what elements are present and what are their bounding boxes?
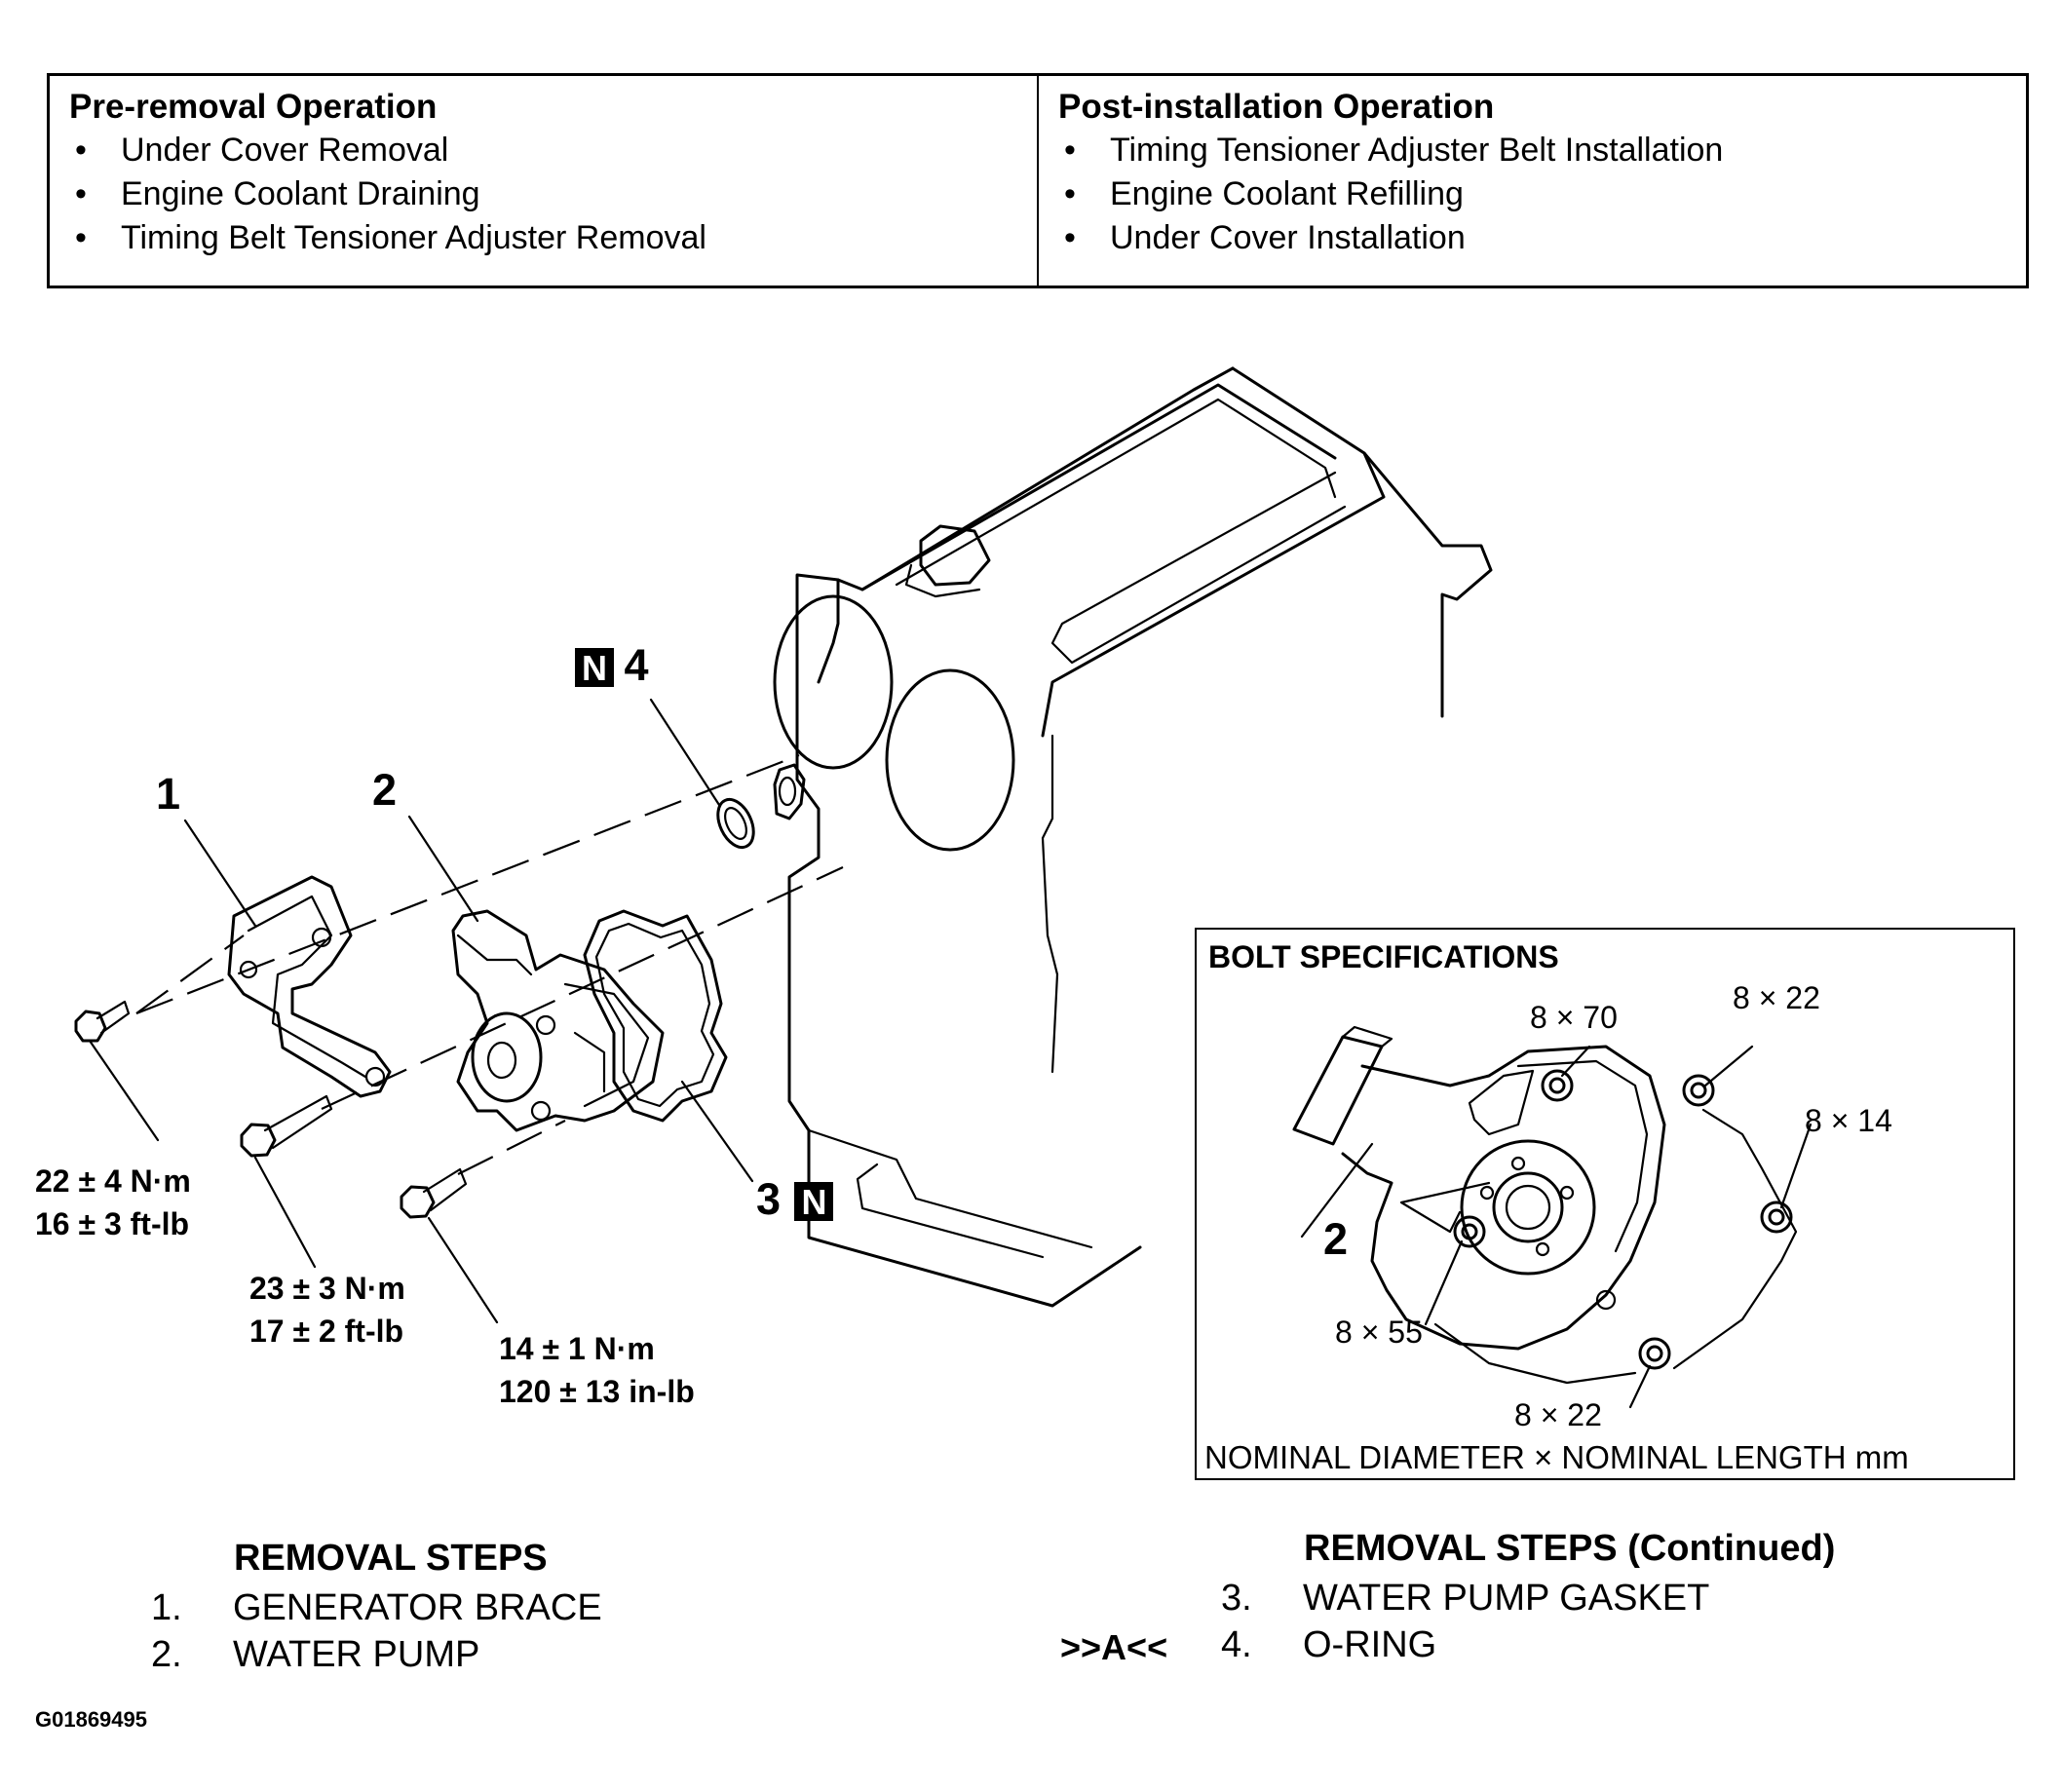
bolt-spec-label: 8 × 14 <box>1805 1103 1892 1138</box>
callout-part-2: 2 <box>372 765 398 815</box>
removal-steps-list: 1. GENERATOR BRACE 2. WATER PUMP <box>151 1584 602 1678</box>
pre-removal-column: Pre-removal Operation Under Cover Remova… <box>50 76 1037 286</box>
torque-long-bolt: 23 ± 3 N·m 17 ± 2 ft-lb <box>249 1267 405 1353</box>
torque-imperial: 17 ± 2 ft-lb <box>249 1314 404 1349</box>
removal-step: 1. GENERATOR BRACE <box>151 1584 602 1631</box>
removal-steps-heading: REMOVAL STEPS <box>234 1538 548 1579</box>
figure-id: G01869495 <box>35 1707 147 1732</box>
torque-brace-bolt: 22 ± 4 N·m 16 ± 3 ft-lb <box>35 1160 191 1245</box>
pre-removal-title: Pre-removal Operation <box>69 88 438 126</box>
list-item: Timing Tensioner Adjuster Belt Installat… <box>1058 129 2006 172</box>
callout-part-3-group: 3 N <box>756 1174 834 1224</box>
step-label: WATER PUMP GASKET <box>1303 1578 1710 1619</box>
callout-part-4: 4 <box>624 640 649 690</box>
callout-part-1: 1 <box>156 769 181 819</box>
bolt-specifications-panel: BOLT SPECIFICATIONS 8 × 70 8 × 22 <box>1195 928 2015 1480</box>
pre-removal-list: Under Cover Removal Engine Coolant Drain… <box>69 129 1017 260</box>
water-pump-drawing <box>451 909 665 1132</box>
bolt-spec-label: 8 × 22 <box>1733 980 1820 1015</box>
list-item: Engine Coolant Refilling <box>1058 172 2006 216</box>
operations-table: Pre-removal Operation Under Cover Remova… <box>47 73 2029 288</box>
list-item: Under Cover Installation <box>1058 216 2006 260</box>
torque-imperial: 120 ± 13 in-lb <box>499 1374 695 1409</box>
bolt-pump-drawing <box>400 1167 468 1219</box>
pump-bolt-diagram <box>1292 1025 1813 1409</box>
step-number: 2. <box>151 1634 182 1675</box>
post-installation-list: Timing Tensioner Adjuster Belt Installat… <box>1058 129 2006 260</box>
step-number: 4. <box>1221 1624 1252 1665</box>
step-label: O-RING <box>1303 1624 1437 1665</box>
list-item: Engine Coolant Draining <box>69 172 1017 216</box>
bolt-spec-label: 8 × 22 <box>1514 1397 1602 1432</box>
step-number: 3. <box>1221 1578 1252 1619</box>
bolt-spec-label: 8 × 55 <box>1335 1315 1423 1350</box>
gasket-drawing <box>583 909 728 1123</box>
callout-part-4-group: N 4 <box>575 640 649 690</box>
list-item: Under Cover Removal <box>69 129 1017 172</box>
o-ring-drawing <box>716 797 755 850</box>
new-part-symbol: N <box>575 648 614 688</box>
post-installation-column: Post-installation Operation Timing Tensi… <box>1037 76 2026 286</box>
torque-imperial: 16 ± 3 ft-lb <box>35 1206 190 1241</box>
step-label: WATER PUMP <box>233 1634 480 1675</box>
removal-steps-continued-heading: REMOVAL STEPS (Continued) <box>1304 1528 1836 1569</box>
step-label: GENERATOR BRACE <box>233 1587 602 1628</box>
torque-metric: 23 ± 3 N·m <box>249 1271 405 1306</box>
bolt-spec-label: 8 × 70 <box>1530 1000 1618 1035</box>
step-number: 1. <box>151 1587 182 1628</box>
new-part-symbol: N <box>794 1182 834 1222</box>
torque-pump-bolt: 14 ± 1 N·m 120 ± 13 in-lb <box>499 1327 695 1413</box>
service-point-marker: >>A<< <box>1060 1627 1168 1667</box>
engine-block-drawing <box>773 366 1493 1308</box>
generator-brace-drawing <box>227 875 392 1098</box>
callout-part-3: 3 <box>756 1174 782 1224</box>
bolt-spec-title: BOLT SPECIFICATIONS <box>1208 939 1559 974</box>
bolt-spec-footer: NOMINAL DIAMETER × NOMINAL LENGTH mm <box>1204 1439 1909 1475</box>
bolt-brace-drawing <box>74 1000 131 1043</box>
bolt-long-drawing <box>240 1094 333 1158</box>
removal-step: 3. WATER PUMP GASKET <box>1221 1575 1709 1621</box>
list-item: Timing Belt Tensioner Adjuster Removal <box>69 216 1017 260</box>
torque-metric: 14 ± 1 N·m <box>499 1331 655 1366</box>
removal-step: 2. WATER PUMP <box>151 1631 602 1678</box>
removal-step: 4. O-RING <box>1221 1621 1709 1668</box>
removal-steps-continued-list: 3. WATER PUMP GASKET 4. O-RING <box>1221 1575 1709 1668</box>
torque-metric: 22 ± 4 N·m <box>35 1163 191 1199</box>
post-installation-title: Post-installation Operation <box>1058 88 1495 126</box>
bolt-spec-part-label: 2 <box>1323 1214 1349 1264</box>
